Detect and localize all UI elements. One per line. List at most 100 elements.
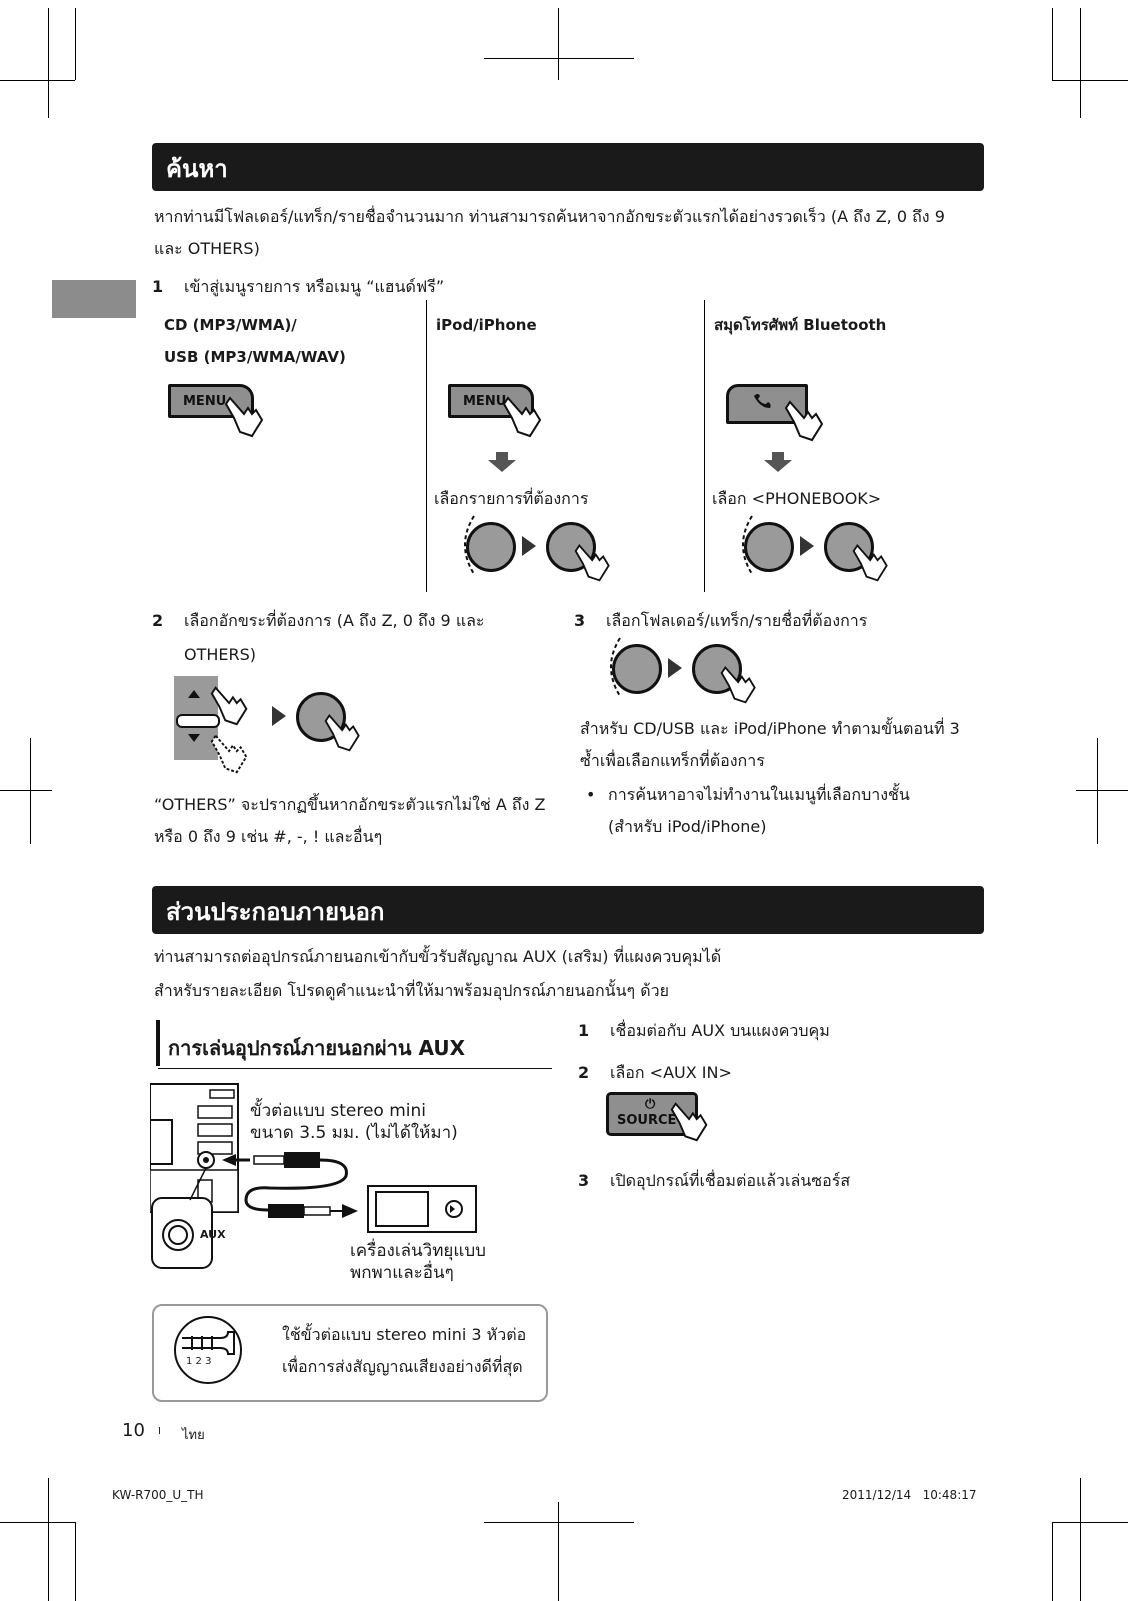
rotate-arrow-icon [610,637,621,697]
player-label-line: พกพาและอื่นๆ [350,1263,454,1283]
section-header-search: ค้นหา [152,143,984,191]
intro-text: และ OTHERS) [154,239,260,258]
step-number: 2 [578,1063,590,1082]
step-1: 1 เชื่อมต่อกับ AUX บนแผงควบคุม [578,1014,830,1048]
step-text: เปิดอุปกรณ์ที่เชื่อมต่อแล้วเล่นซอร์ส [610,1171,851,1190]
intro-text: ท่านสามารถต่ออุปกรณ์ภายนอกเข้ากับขั้วรับ… [154,947,722,966]
column-divider [426,300,427,592]
crop-mark [1076,790,1128,791]
source-label: iPod/iPhone [436,316,537,334]
control-knob-icon[interactable] [296,692,346,742]
note-text: สำหรับ CD/USB และ iPod/iPhone ทำตามขั้นต… [580,719,960,738]
right-arrow-icon [668,658,682,678]
menu-button[interactable]: MENU [168,384,254,418]
down-arrow-icon [772,452,784,460]
select-instruction: เลือก <PHONEBOOK> [712,489,882,508]
plug-icon [182,1331,235,1355]
control-knob-icon[interactable] [744,522,794,572]
step-text: เลือกโฟลเดอร์/แทร็ก/รายชื่อที่ต้องการ [606,611,868,630]
down-arrow-icon [488,460,516,472]
plug-icon [174,1316,242,1384]
crop-mark [1097,738,1098,844]
timestamp: 2011/12/14 10:48:17 [842,1488,977,1502]
crop-mark [0,1522,75,1523]
right-arrow-icon [800,536,814,556]
select-instruction: เลือกรายการที่ต้องการ [434,489,589,508]
step-number: 3 [578,1171,590,1190]
crop-mark [0,80,75,81]
crop-mark [0,790,52,791]
down-arrow-icon [496,452,508,460]
tip-text: ใช้ขั้วต่อแบบ stereo mini 3 หัวต่อ [282,1325,527,1344]
aux-jack-label: AUX [200,1228,226,1241]
hand-press-icon [574,543,610,582]
note-text: “OTHERS” จะปรากฏขึ้นหากอักขระตัวแรกไม่ใช… [154,795,546,814]
subsection-underline [158,1068,552,1069]
crop-mark [48,8,49,118]
control-knob-icon[interactable] [546,522,596,572]
control-knob-icon[interactable] [466,522,516,572]
rotate-arrow-icon [742,515,753,575]
crop-mark [1052,80,1128,81]
down-arrow-icon [188,734,200,742]
rotate-arrow-icon [464,515,475,575]
crop-mark [484,1522,634,1523]
crop-mark [75,8,76,80]
step-text: เลือกอักขระที่ต้องการ (A ถึง Z, 0 ถึง 9 … [184,611,485,630]
intro-text: สำหรับรายละเอียด โปรดดูคำแนะนำที่ให้มาพร… [154,981,669,1000]
down-arrow-icon [764,460,792,472]
source-label: USB (MP3/WMA/WAV) [164,348,346,366]
step-3: 3 เปิดอุปกรณ์ที่เชื่อมต่อแล้วเล่นซอร์ส [578,1164,850,1198]
hand-press-alt-icon [210,734,248,774]
button-label: SOURCE [617,1113,677,1128]
right-arrow-icon [522,536,536,556]
hand-press-icon [720,665,756,704]
section-header-external: ส่วนประกอบภายนอก [152,886,984,934]
intro-text: หากท่านมีโฟลเดอร์/แทร็ก/รายชื่อจำนวนมาก … [154,207,945,226]
step-text: เชื่อมต่อกับ AUX บนแผงควบคุม [610,1021,830,1040]
step-number: 1 [578,1021,590,1040]
crop-mark [1080,1478,1081,1601]
right-arrow-icon [272,706,286,726]
step-text: เลือก <AUX IN> [610,1063,732,1082]
section-title: ส่วนประกอบภายนอก [166,898,385,926]
source-label: CD (MP3/WMA)/ [164,316,297,334]
bullet-text: การค้นหาอาจไม่ทำงานในเมนูที่เลือกบางชั้น [608,785,910,804]
crop-mark [1052,1522,1128,1523]
page-separator: I [158,1426,161,1437]
step-2: 2 เลือก <AUX IN> [578,1056,732,1090]
crop-mark [484,58,634,59]
hand-press-icon [224,396,264,438]
crop-mark [30,738,31,844]
subsection-title: การเล่นอุปกรณ์ภายนอกผ่าน AUX [168,1036,465,1060]
plug-numbers: 1 2 3 [186,1356,212,1367]
note-text: หรือ 0 ถึง 9 เช่น #, -, ! และอื่นๆ [154,827,383,846]
page-number: 10 [122,1420,145,1441]
power-icon: ⏻ [645,1097,656,1112]
language-label: ไทย [182,1428,205,1443]
section-title: ค้นหา [166,155,228,183]
step-text: OTHERS) [184,645,257,664]
jack-label-line: ขนาด 3.5 มม. (ไม่ได้ให้มา) [250,1123,458,1143]
hand-press-icon [324,713,360,752]
crop-mark [1080,8,1081,118]
crop-mark [558,1502,559,1601]
source-button[interactable]: ⏻ SOURCE [606,1092,698,1136]
bullet-text: (สำหรับ iPod/iPhone) [608,817,767,836]
bullet-item: •การค้นหาอาจไม่ทำงานในเมนูที่เลือกบางชั้… [586,785,910,804]
control-knob-icon[interactable] [612,644,662,694]
hand-press-icon [210,686,248,726]
hand-press-icon [784,400,824,442]
crop-mark [1052,1522,1053,1601]
source-label: สมุดโทรศัพท์ Bluetooth [714,316,887,334]
up-arrow-icon [188,690,200,698]
hand-press-icon [852,543,888,582]
crop-mark [75,1522,76,1601]
player-label: เครื่องเล่นวิทยุแบบ พกพาและอื่นๆ [350,1240,486,1284]
jack-label-line: ขั้วต่อแบบ stereo mini [250,1101,427,1121]
note-text: ซ้ำเพื่อเลือกแทร็กที่ต้องการ [580,751,765,770]
hand-press-icon [502,396,542,438]
